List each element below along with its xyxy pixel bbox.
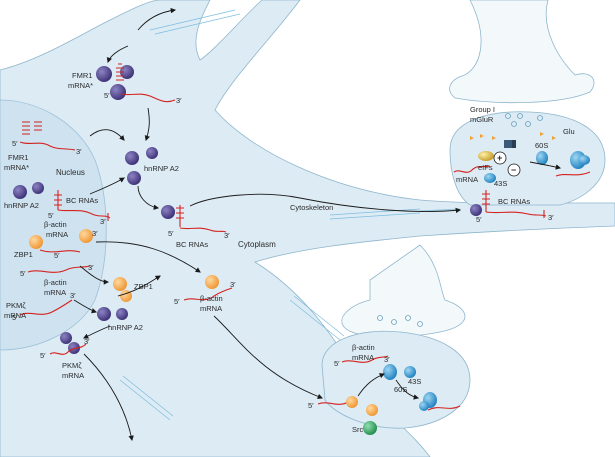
bc-rnas-label-nucleus: BC RNAs (66, 196, 98, 205)
five-prime-label: 5′ (174, 297, 180, 306)
fmr1-mrna-complex-top (96, 63, 176, 103)
cytoplasm-label: Cytoplasm (238, 240, 276, 249)
three-prime-label: 3′ (224, 231, 230, 240)
mglur-label: mGluR (470, 115, 494, 124)
bc-rnas-spine (470, 190, 547, 218)
hnrnp-a2-cyto (97, 307, 128, 321)
beta-actin-mrna-nucleus-2 (27, 265, 91, 273)
cytoskeleton-label: Cytoskeleton (290, 203, 333, 212)
beta-actin-label-nucleus-2: β-actin (44, 278, 67, 287)
three-prime-label: 3′ (88, 263, 94, 272)
eifs-label: eIFs (478, 163, 493, 172)
mglur-receptor (504, 140, 516, 148)
hnrnp-a2-label-nucleus: hnRNP A2 (4, 201, 39, 210)
three-prime-label: 3′ (176, 96, 182, 105)
src-kinase (363, 421, 377, 435)
three-prime-label: 3′ (70, 291, 76, 300)
minus-sign: − (511, 165, 516, 175)
bc-rnas-label-cyto: BC RNAs (176, 240, 208, 249)
five-prime-label: 5′ (54, 251, 60, 260)
glu-label: Glu (563, 127, 575, 136)
fmr1-label-nucleus: FMR1 (8, 153, 28, 162)
beta-actin-label-cyto: β-actin (200, 294, 223, 303)
five-prime-label: 5′ (48, 211, 54, 220)
mrna-spine-label: mRNA (456, 175, 478, 184)
synaptic-vesicles-top (505, 113, 543, 127)
translation-complex-bottom (317, 355, 461, 435)
mrna-star-label-nucleus: mRNA* (4, 163, 29, 172)
plus-sign: + (497, 153, 502, 163)
pkmz-mrna-nucleus (19, 299, 73, 316)
five-prime-label: 5′ (334, 359, 340, 368)
three-prime-label: 3′ (92, 229, 98, 238)
fmr1-label-top: FMR1 (72, 71, 92, 80)
mrna-label-beta-nucleus: mRNA (46, 230, 68, 239)
five-prime-label: 5′ (104, 91, 110, 100)
five-prime-label: 5′ (168, 229, 174, 238)
cytoskeleton-filaments (119, 9, 461, 421)
src-label: Src (352, 425, 364, 434)
five-prime-label: 5′ (308, 401, 314, 410)
postsynaptic-region-bottom (341, 244, 466, 338)
beta-actin-cyto (183, 275, 233, 301)
five-prime-label: 5′ (40, 351, 46, 360)
mrna-label-pkmz-cyto: mRNA (62, 371, 84, 380)
zbp1-cyto (113, 277, 132, 302)
five-prime-label: 5′ (476, 215, 482, 224)
translation-complex-top (453, 151, 591, 183)
hnrnp-a2-label-top: hnRNP A2 (144, 164, 179, 173)
postsynaptic-region-top (449, 0, 595, 104)
spine-head-bottom (321, 330, 471, 429)
hnrnp-a2-cluster-top (125, 147, 158, 185)
pkmz-complex-cyto (49, 332, 87, 355)
five-prime-label: 5′ (12, 139, 18, 148)
mrna-label-pkmz-nucleus: mRNA (4, 311, 26, 320)
zbp1-label-nucleus: ZBP1 (14, 250, 33, 259)
forty-three-s-label-bottom: 43S (408, 377, 421, 386)
bc-rnas-cyto (161, 205, 227, 233)
fmr1-mrna-nucleus (19, 121, 76, 151)
pkmz-label-cyto: PKMζ (62, 361, 82, 370)
mrna-label-beta-nucleus-2: mRNA (44, 288, 66, 297)
three-prime-label: 3′ (548, 213, 554, 222)
hnrnp-a2-nucleus (13, 182, 44, 199)
bc-rnas-nucleus (54, 190, 111, 221)
three-prime-label: 3′ (230, 280, 236, 289)
zbp1-nucleus (29, 229, 93, 253)
arrows (73, 7, 562, 442)
eif-top (478, 151, 494, 161)
synaptic-vesicles-bottom (377, 315, 423, 327)
beta-actin-label-spine: β-actin (352, 343, 375, 352)
forty-three-s-label-top: 43S (494, 179, 507, 188)
three-prime-label: 3′ (100, 217, 106, 226)
three-prime-label: 3′ (384, 355, 390, 364)
bc-rnas-label-spine: BC RNAs (498, 197, 530, 206)
sixty-s-label-bottom: 60S (394, 385, 407, 394)
pkmz-label-nucleus: PKMζ (6, 301, 26, 310)
sixty-s-label-top: 60S (535, 141, 548, 150)
group-i-label: Group I (470, 105, 495, 114)
five-prime-label: 5′ (12, 313, 18, 322)
five-prime-label: 5′ (20, 269, 26, 278)
nucleus (0, 99, 107, 351)
mrna-label-beta-spine: mRNA (352, 353, 374, 362)
three-prime-label: 3′ (84, 337, 90, 346)
beta-actin-label-nucleus: β-actin (44, 220, 67, 229)
nucleus-label: Nucleus (56, 168, 85, 177)
mrna-label-beta-cyto: mRNA (200, 304, 222, 313)
mrna-star-label-top: mRNA* (68, 81, 93, 90)
hnrnp-a2-label-cyto: hnRNP A2 (108, 323, 143, 332)
three-prime-label: 3′ (76, 147, 82, 156)
